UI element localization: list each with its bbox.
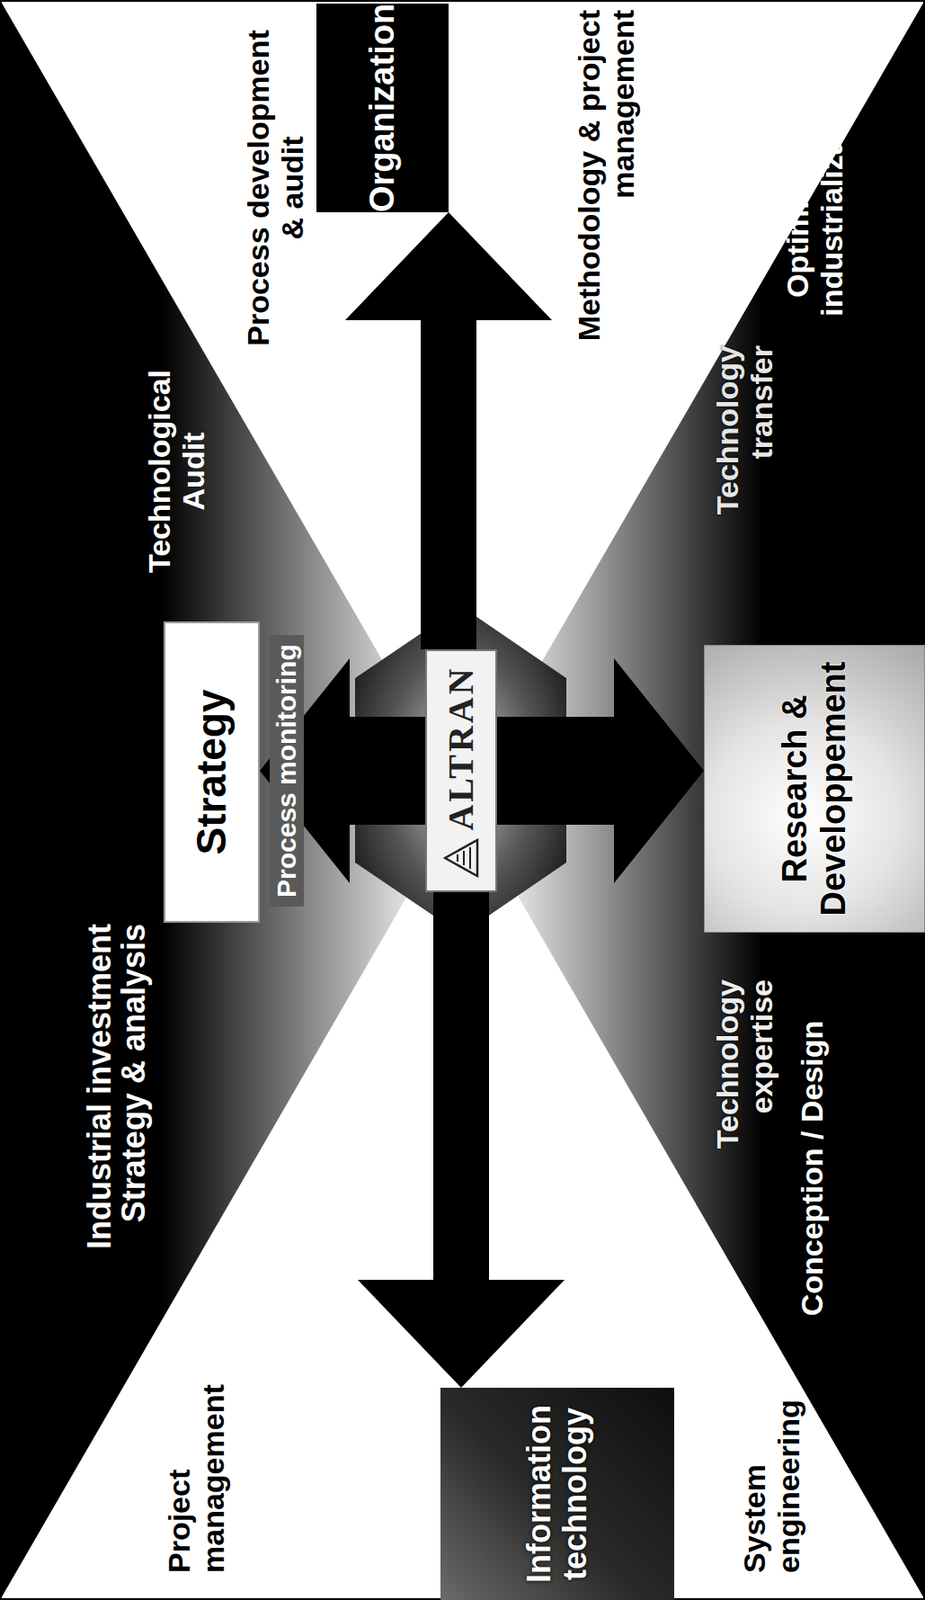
logo-triangle	[444, 839, 478, 876]
dark-triangle	[462, 0, 925, 1600]
area-label: Technology transfer	[710, 345, 779, 539]
logo-stripe	[469, 846, 472, 869]
area-label: Methodology & project management	[571, 9, 641, 370]
dark-triangle	[0, 0, 463, 1600]
area-label: Technological Audit	[142, 349, 211, 593]
area-label: Optimization & industrialization	[780, 81, 849, 352]
block-arrow	[497, 658, 704, 883]
organization-box: Organization	[316, 3, 449, 213]
node-text: ALTRAN	[441, 665, 482, 830]
area-label: Project management	[161, 1365, 231, 1573]
area-label: Industrial investment Strategy & analysi…	[82, 923, 152, 1310]
node-text: Information technology	[521, 1397, 595, 1589]
block-arrow	[357, 891, 565, 1388]
logo-icon	[443, 837, 480, 878]
area-label: System engineering	[737, 1365, 806, 1573]
logo-box: ALTRAN	[425, 649, 498, 892]
logo-stripe	[462, 850, 465, 865]
area-label: Conception / Design	[794, 1005, 829, 1330]
node-text: Research & Developpement	[775, 658, 853, 919]
area-label: Technology expertise	[710, 978, 779, 1231]
logo-stripe	[456, 853, 459, 862]
area-label: Process monitoring	[269, 634, 304, 907]
block-arrow	[345, 212, 552, 650]
photo-box: Research & Developpement	[703, 644, 925, 933]
node-text: Strategy	[188, 688, 236, 854]
area-label: Process development & audit	[240, 21, 310, 355]
photo-box: Information technology	[440, 1387, 675, 1600]
strategy-box: Strategy	[163, 621, 260, 923]
node-text: Organization	[363, 3, 402, 213]
